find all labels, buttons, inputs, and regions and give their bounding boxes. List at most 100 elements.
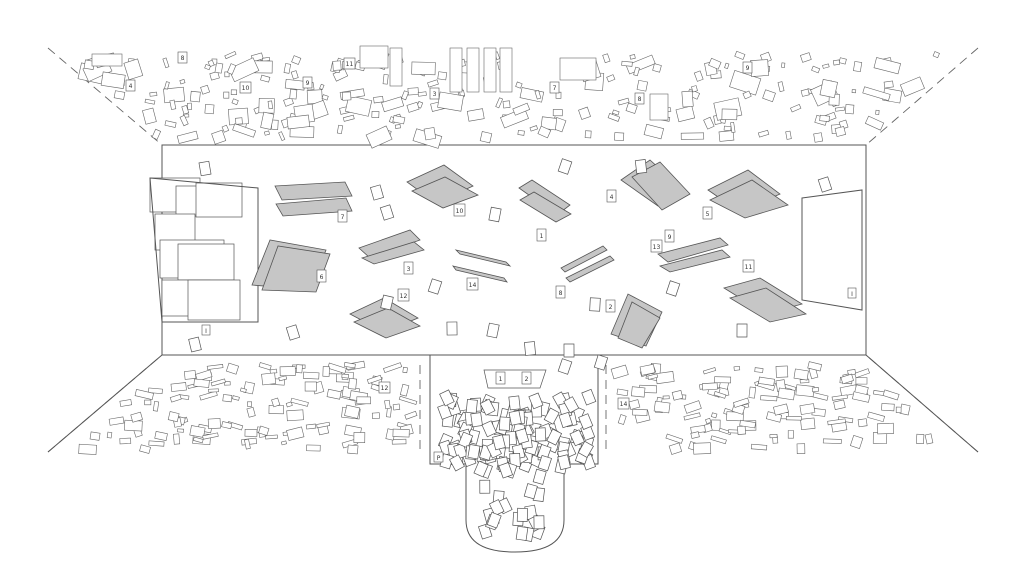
lower-fragment	[139, 444, 151, 454]
floor-sheet	[488, 206, 502, 223]
pile-sheet	[467, 444, 481, 460]
glass-panel	[617, 301, 661, 349]
lower-fragment	[795, 384, 815, 398]
lower-fragment	[221, 421, 233, 430]
svg-text:3: 3	[433, 91, 437, 98]
glass-panel	[452, 265, 508, 283]
ceiling-fragment	[263, 130, 270, 136]
svg-text:10: 10	[456, 208, 464, 215]
pile-sheet	[508, 410, 522, 426]
lower-fragment	[199, 390, 218, 401]
lower-fragment	[192, 436, 204, 444]
svg-text:9: 9	[668, 234, 672, 241]
lower-fragment	[239, 387, 247, 393]
lower-fragment	[899, 403, 911, 416]
lower-fragment	[852, 391, 871, 403]
ceiling-fragment	[790, 103, 802, 113]
lower-fragment	[384, 399, 391, 410]
svg-text:5: 5	[706, 211, 710, 218]
ceiling-fragment	[762, 89, 776, 103]
lower-fragment	[775, 365, 789, 378]
lower-fragment	[616, 388, 629, 397]
left-marker: I	[201, 324, 211, 336]
ceiling-fragment	[290, 70, 299, 80]
lower-fragment	[690, 431, 700, 439]
ceiling-fragment	[321, 94, 329, 101]
svg-text:9: 9	[746, 65, 750, 72]
lower-fragment	[831, 394, 848, 401]
floor-label-2: 2	[605, 299, 616, 313]
lower-fragment	[144, 399, 152, 406]
lower-fragment	[402, 366, 408, 374]
ceiling-fragment	[529, 125, 538, 132]
ceiling-fragment	[371, 110, 380, 118]
ceiling-fragment	[284, 78, 306, 91]
lower-fragment	[710, 435, 727, 445]
ceiling-fragment	[517, 129, 525, 136]
pile-sheet	[449, 454, 465, 472]
ceiling-fragment	[730, 121, 736, 133]
ceiling-panel	[389, 47, 403, 87]
pile-sheet	[516, 507, 528, 522]
floor-label-10: 10	[453, 203, 466, 217]
ceiling-fragment	[223, 91, 230, 99]
lower-fragment	[799, 403, 816, 415]
lower-label-12: 12	[378, 381, 391, 394]
lower-fragment	[167, 411, 180, 423]
ceiling-fragment	[149, 91, 158, 97]
pile-sheet	[515, 428, 530, 445]
floor-sheet	[285, 324, 301, 341]
lower-fragment	[383, 362, 403, 374]
lower-fragments	[78, 360, 934, 455]
lower-fragment	[173, 433, 181, 445]
floor-label-9: 9	[664, 229, 675, 243]
lower-fragment	[348, 378, 358, 390]
ceiling-fragment	[811, 65, 821, 74]
ceiling-fragment	[819, 78, 838, 99]
glass-panel	[261, 245, 331, 293]
lower-fragment	[854, 368, 870, 379]
floor-sheet	[817, 176, 833, 193]
right-display-frame	[801, 189, 863, 311]
ceiling-fragment	[777, 81, 785, 92]
lower-fragment	[867, 411, 885, 423]
lower-label-2: 2	[521, 371, 532, 385]
floor-label-6: 6	[316, 269, 327, 283]
ceiling-fragment	[724, 62, 730, 70]
ceiling-fragment	[781, 62, 786, 68]
lower-fragment	[322, 366, 330, 377]
ceiling-fragment	[381, 96, 405, 113]
pile-sheet	[479, 479, 491, 494]
ceiling-fragment	[179, 78, 186, 85]
pile-sheet	[498, 416, 511, 431]
ceiling-fragment	[633, 66, 640, 77]
lower-fragment	[225, 362, 240, 375]
lower-fragment	[343, 362, 356, 369]
pile-sheet	[473, 460, 489, 478]
ceiling-fragment	[289, 88, 298, 100]
ceiling-fragment	[602, 53, 611, 64]
lower-fragment	[399, 383, 410, 397]
lower-fragment	[265, 434, 278, 440]
lower-fragment	[713, 391, 727, 399]
ceiling-fragment	[502, 100, 511, 109]
lower-fragment	[710, 412, 718, 419]
lower-fragment	[134, 389, 154, 400]
lower-fragment	[258, 425, 270, 436]
lower-fragment	[295, 364, 303, 374]
lower-fragment	[793, 368, 809, 381]
lower-fragment	[391, 438, 407, 445]
ceiling-fragment	[232, 123, 257, 138]
lower-fragment	[148, 440, 165, 447]
ceiling-fragment	[853, 61, 863, 73]
glass-panel	[274, 181, 353, 201]
ceiling-panel	[483, 47, 497, 93]
lower-fragment	[739, 419, 756, 429]
ceiling-fragment	[226, 63, 237, 75]
floor-sheet	[634, 159, 648, 174]
ceiling-fragment	[834, 106, 845, 112]
lower-fragment	[760, 395, 778, 402]
ceiling-fragment	[680, 132, 705, 140]
ceiling-fragment	[512, 102, 531, 116]
lower-fragment	[833, 399, 846, 411]
